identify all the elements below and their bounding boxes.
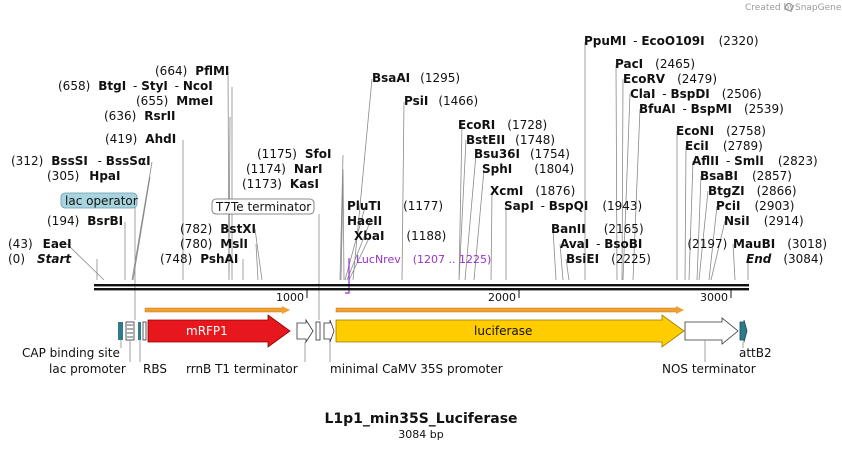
svg-text:PciI(2903): PciI(2903) — [716, 199, 794, 213]
svg-text:BanII(2165): BanII(2165) — [551, 222, 644, 236]
rrnb-t1-terminator-feature[interactable] — [296, 318, 314, 344]
svg-text:HaeII: HaeII — [347, 214, 382, 228]
lac-operator-callout — [60, 192, 138, 209]
backbone-bottom — [94, 288, 749, 291]
luciferase-feature[interactable] — [335, 314, 685, 348]
svg-text:(782)BstXI: (782)BstXI — [180, 222, 256, 236]
attb2-feature[interactable] — [739, 319, 748, 343]
ruler-tick-3000: 3000 — [700, 291, 728, 304]
svg-text:PluTI(1177): PluTI(1177) — [347, 199, 443, 213]
svg-text:SphI(1804): SphI(1804) — [482, 162, 574, 176]
svg-text:BsiEI(2225): BsiEI(2225) — [566, 252, 651, 266]
svg-text:(312)BssSI - BssSαI: (312)BssSI - BssSαI — [11, 154, 151, 168]
ruler-tick-2000: 2000 — [488, 291, 516, 304]
svg-text:PsiI(1466): PsiI(1466) — [404, 94, 478, 108]
mrfp1-label: mRFP1 — [186, 324, 228, 338]
svg-text:(780)MslI: (780)MslI — [180, 237, 248, 251]
snapgene-logo-icon — [784, 2, 794, 12]
plasmid-size: 3084 bp — [398, 428, 443, 441]
lac-promoter-label: lac promoter — [49, 362, 126, 376]
feature-labels: CAP binding site lac promoter RBS rrnB T… — [22, 346, 772, 376]
svg-text:(43)EaeI: (43)EaeI — [8, 237, 72, 251]
svg-text:PpuMI - EcoO109I(2320): PpuMI - EcoO109I(2320) — [584, 34, 759, 48]
svg-text:EcoRV(2479): EcoRV(2479) — [623, 72, 717, 86]
svg-text:(655)MmeI: (655)MmeI — [136, 94, 213, 108]
credit-brand: SnapGene — [795, 3, 842, 13]
svg-text:AflII - SmlI(2823): AflII - SmlI(2823) — [692, 154, 818, 168]
svg-text:(1173)KasI: (1173)KasI — [242, 177, 319, 191]
svg-text:MauBI(3018): MauBI(3018) — [733, 237, 827, 251]
rbs-feature-1[interactable] — [138, 322, 141, 340]
feature-track: mRFP1 luciferase — [118, 314, 748, 348]
svg-text:(305)HpaI: (305)HpaI — [47, 169, 120, 183]
ruler: 1000 2000 3000 — [276, 290, 732, 304]
svg-text:(658)BtgI - StyI - NcoI: (658)BtgI - StyI - NcoI — [58, 79, 213, 93]
svg-text:XcmI(1876): XcmI(1876) — [490, 184, 575, 198]
lac-operator-label: lac operator — [65, 194, 138, 208]
attb2-label: attB2 — [739, 346, 772, 360]
svg-text:(419)AhdI: (419)AhdI — [105, 132, 176, 146]
svg-text:(748)PshAI: (748)PshAI — [160, 252, 238, 266]
min35s-promoter-label: minimal CaMV 35S promoter — [330, 362, 503, 376]
leader-lines — [66, 42, 749, 281]
svg-text:AvaI - BsoBI(2197): AvaI - BsoBI(2197) — [560, 237, 727, 251]
min35s-promoter-feature[interactable] — [323, 319, 335, 343]
luciferase-label: luciferase — [474, 324, 532, 338]
credit-text: Created by — [745, 3, 795, 13]
nos-terminator-feature[interactable] — [684, 317, 739, 345]
rbs-label: RBS — [143, 362, 167, 376]
svg-text:EcoRI(1728): EcoRI(1728) — [458, 118, 547, 132]
svg-text:End(3084): End(3084) — [746, 252, 823, 266]
svg-text:(636)RsrII: (636)RsrII — [104, 109, 176, 123]
svg-text:XbaI(1188): XbaI(1188) — [354, 229, 446, 243]
t7te-callout — [211, 198, 315, 215]
svg-text:NsiI(2914): NsiI(2914) — [724, 214, 804, 228]
cap-binding-site-label: CAP binding site — [22, 346, 120, 360]
svg-text:LucNrev(1207 .. 1225): LucNrev(1207 .. 1225) — [356, 253, 491, 266]
svg-text:(664)PflMI: (664)PflMI — [155, 64, 229, 78]
svg-text:(1175)SfoI: (1175)SfoI — [257, 147, 331, 161]
rrnb-t1-terminator-label: rrnB T1 terminator — [186, 362, 298, 376]
mrfp1-feature[interactable] — [147, 314, 291, 348]
svg-text:EciI(2789): EciI(2789) — [685, 139, 763, 153]
svg-text:SapI - BspQI(1943): SapI - BspQI(1943) — [504, 199, 642, 213]
ruler-tick-1000: 1000 — [276, 291, 304, 304]
svg-text:BsaBI(2857): BsaBI(2857) — [700, 169, 792, 183]
svg-text:BstEII(1748): BstEII(1748) — [466, 133, 555, 147]
cap-binding-site-feature[interactable] — [118, 322, 123, 340]
svg-text:BtgZI(2866): BtgZI(2866) — [708, 184, 797, 198]
backbone-top — [94, 284, 749, 287]
svg-text:(0)Start: (0)Start — [8, 252, 72, 266]
svg-text:(194)BsrBI: (194)BsrBI — [47, 214, 123, 228]
orf-arrows — [144, 306, 684, 314]
rbs-feature-2[interactable] — [142, 321, 147, 341]
svg-text:(1174)NarI: (1174)NarI — [246, 162, 322, 176]
plasmid-title: L1p1_min35S_Luciferase — [324, 411, 517, 427]
enzyme-labels: (0)Start (43)EaeI (194)BsrBI (305)HpaI (… — [8, 34, 827, 266]
t7te-label: T7Te terminator — [215, 200, 311, 214]
svg-text:BfuAI - BspMI(2539): BfuAI - BspMI(2539) — [639, 102, 784, 116]
svg-text:PacI(2465): PacI(2465) — [615, 57, 695, 71]
svg-text:Bsu36I(1754): Bsu36I(1754) — [474, 147, 570, 161]
nos-terminator-label: NOS terminator — [662, 362, 756, 376]
t7te-terminator-feature[interactable] — [315, 321, 321, 341]
svg-text:EcoNI(2758): EcoNI(2758) — [676, 124, 766, 138]
primer-lucnrev[interactable]: LucNrev(1207 .. 1225) — [345, 253, 491, 294]
svg-text:ClaI - BspDI(2506): ClaI - BspDI(2506) — [630, 87, 762, 101]
svg-text:BsaAI(1295): BsaAI(1295) — [372, 71, 460, 85]
